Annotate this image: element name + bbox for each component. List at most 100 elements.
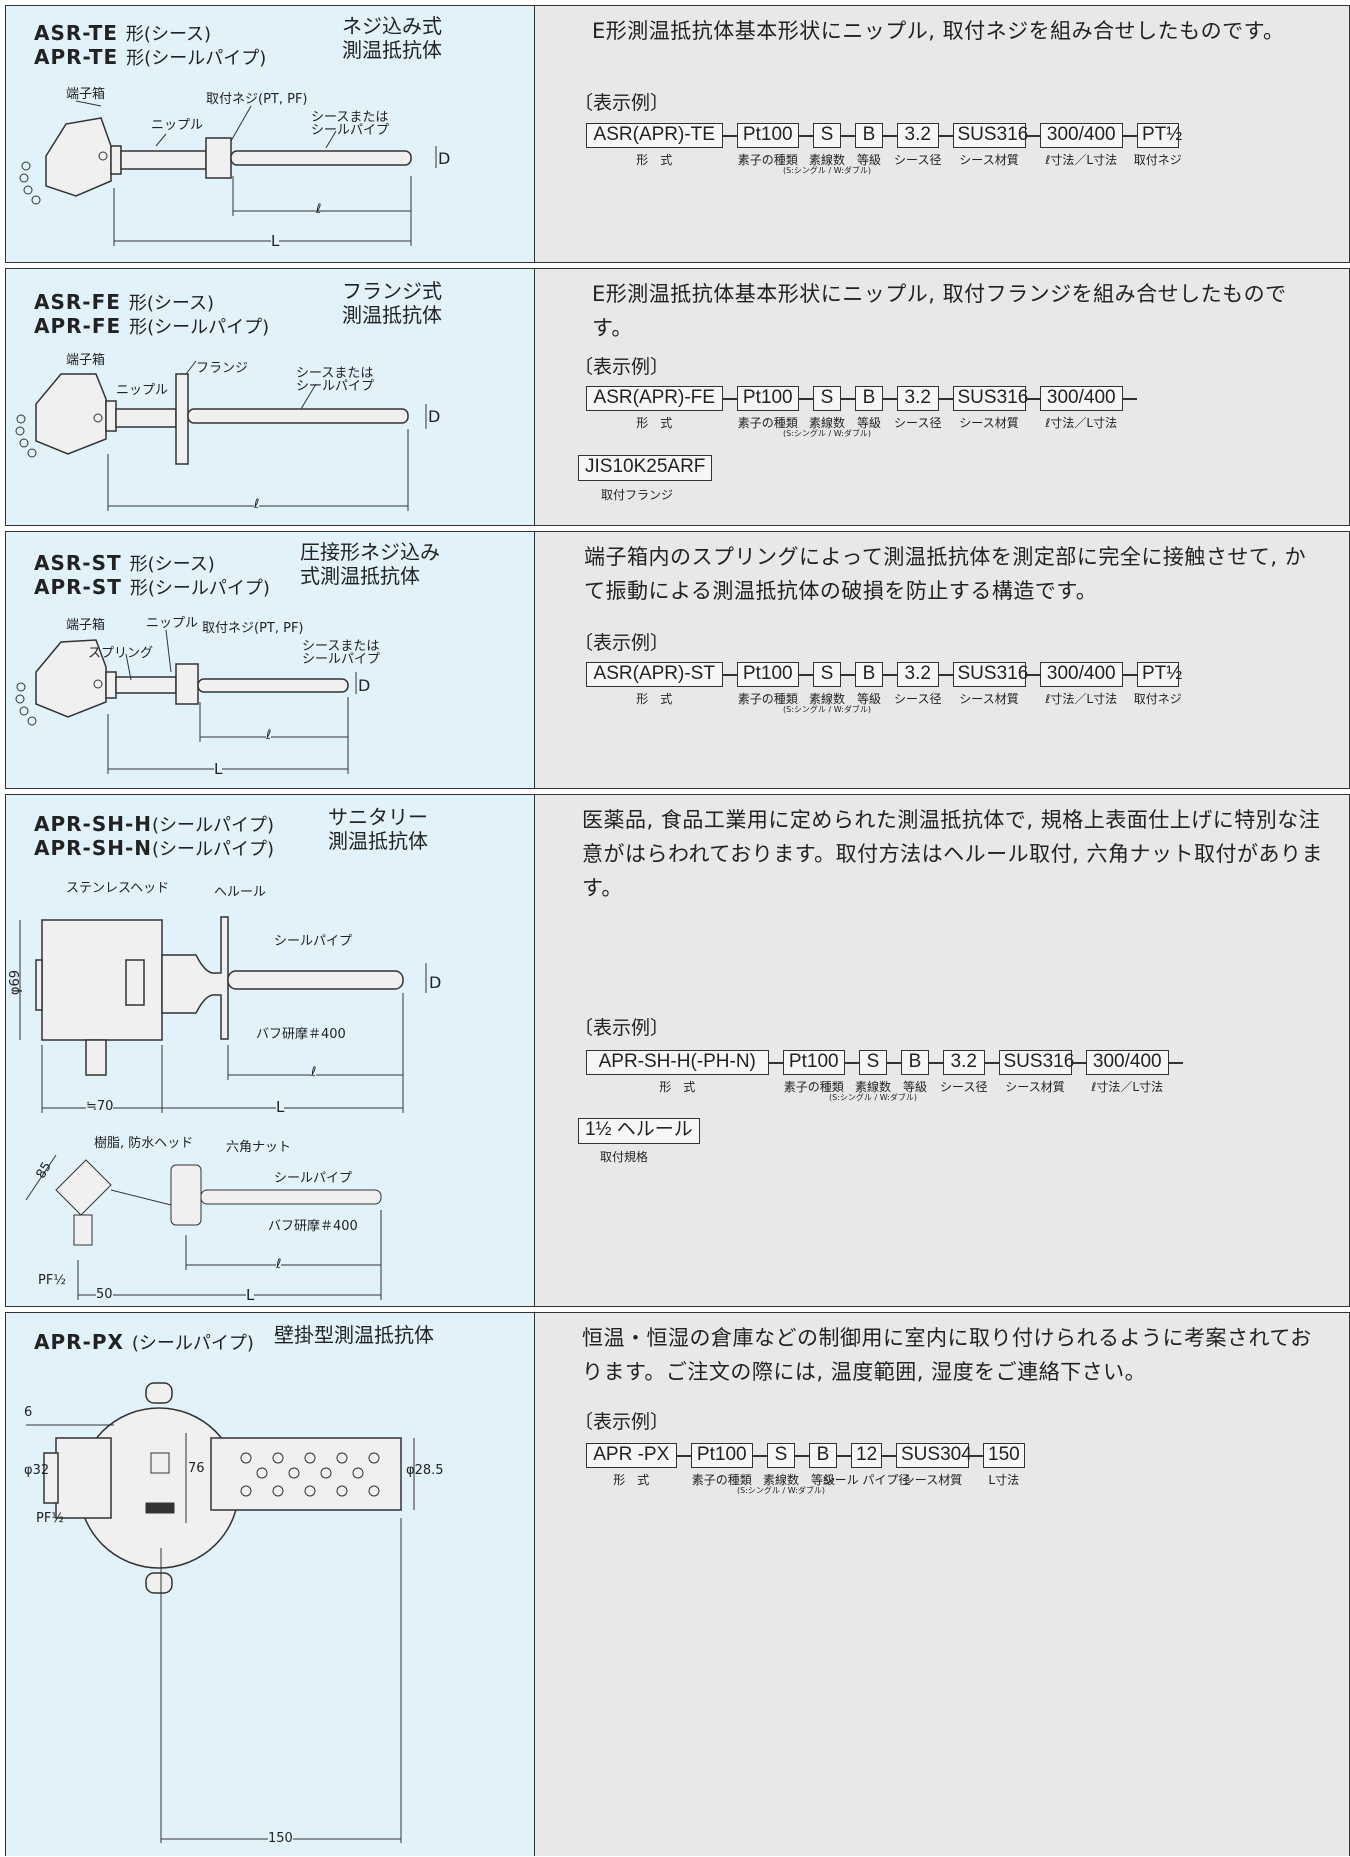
code-box: 300/400: [1039, 662, 1123, 687]
label-phi69: φ69: [8, 970, 23, 996]
code-label: 取付ネジ: [1133, 692, 1182, 706]
code-connector: [938, 135, 953, 137]
code-box: Pt100: [782, 1050, 845, 1075]
code-box: S: [813, 123, 841, 148]
description-panel: E形測温抵抗体基本形状にニップル, 取付ネジを組み合せしたものです。 〔表示例〕…: [536, 6, 1349, 262]
label-dim150: 150: [268, 1831, 293, 1846]
example-title: 〔表示例〕: [574, 632, 670, 654]
code-label: 素線数: [808, 416, 846, 430]
code-box: 300/400: [1085, 1050, 1169, 1075]
code-box: ASR(APR)-TE: [586, 123, 723, 148]
code-box: S: [859, 1050, 887, 1075]
code-connector: [799, 674, 813, 676]
code-label: 等級: [810, 1473, 836, 1487]
code-connector: [841, 398, 855, 400]
type-label: ネジ込み式測温抵抗体: [342, 14, 442, 62]
example-title: 〔表示例〕: [574, 92, 670, 114]
code-note: (S:シングル / W:ダブル): [829, 1093, 917, 1102]
label-l-big2: L: [246, 1286, 255, 1304]
code-connector: [882, 1455, 896, 1457]
code-label: シース径: [894, 692, 942, 706]
code-label: 素子の種類: [737, 692, 798, 706]
model-name: ASR-ST 形(シース) APR-ST 形(シールパイプ): [34, 551, 270, 599]
label-pf: PF½: [38, 1273, 66, 1288]
description: 医薬品, 食品工業用に定められた測温抵抗体で, 規格上表面仕上げに特別な注意がは…: [582, 808, 1323, 900]
code-connector: [1025, 398, 1040, 400]
label-dim6: 6: [24, 1405, 33, 1420]
label-approx70: ≒70: [86, 1099, 114, 1114]
label-l-small: ℓ: [266, 728, 272, 743]
type-label: サニタリー測温抵抗体: [328, 805, 428, 853]
code-box: Pt100: [690, 1443, 753, 1468]
code-box: ASR(APR)-FE: [586, 386, 723, 411]
ferrule-code-label: 取付規格: [600, 1150, 649, 1164]
diagram-te: [19, 100, 437, 246]
label-dim50: 50: [96, 1287, 113, 1302]
code-connector: [1123, 398, 1137, 400]
code-box: SUS316: [952, 662, 1028, 687]
code-label: 等級: [856, 692, 882, 706]
label-l-small: ℓ: [254, 497, 260, 512]
code-box: Pt100: [736, 123, 799, 148]
flange-code-label: 取付フランジ: [601, 488, 674, 502]
code-connector: [795, 1455, 809, 1457]
code-box: APR -PX: [586, 1443, 677, 1468]
label-l-small: ℓ: [311, 1065, 317, 1080]
code-label: シース材質: [959, 692, 1019, 706]
code-box: PT½: [1137, 662, 1182, 687]
code-connector: [929, 1062, 943, 1064]
code-connector: [969, 1455, 983, 1457]
code-label: シース径: [940, 1080, 988, 1094]
code-label: シース材質: [902, 1473, 963, 1487]
label-pipe2: シールパイプ: [274, 1171, 353, 1186]
code-label: シース材質: [959, 153, 1019, 167]
code-box: 3.2: [897, 386, 939, 411]
code-box: SUS304: [896, 1443, 972, 1468]
code-connector: [799, 398, 813, 400]
code-connector: [753, 1455, 767, 1457]
label-sheath: シースまたはシールパイプ: [311, 110, 390, 138]
code-label: L寸法: [988, 1473, 1020, 1487]
spec-panel: ASR-ST 形(シース) APR-ST 形(シールパイプ) 圧接形ネジ込み式測…: [6, 532, 535, 788]
code-label: 形 式: [636, 692, 673, 706]
code-note: (S:シングル / W:ダブル): [737, 1486, 825, 1495]
label-l-big: L: [276, 1098, 285, 1116]
example-title: 〔表示例〕: [574, 356, 670, 378]
code-box: B: [855, 386, 883, 411]
code-box: S: [813, 662, 841, 687]
code-label: 取付ネジ: [1133, 153, 1182, 167]
spec-panel: APR-PX (シールパイプ) 壁掛型測温抵抗体: [6, 1313, 535, 1856]
code-label: 素子の種類: [691, 1473, 752, 1487]
code-box: SUS316: [998, 1050, 1074, 1075]
description: 端子箱内のスプリングによって測温抵抗体を測定部に完全に接触させて, かて振動によ…: [584, 545, 1307, 603]
diagram-px: [26, 1382, 415, 1843]
description-panel: 端子箱内のスプリングによって測温抵抗体を測定部に完全に接触させて, かて振動によ…: [536, 532, 1349, 788]
label-terminal-box: 端子箱: [66, 87, 106, 102]
code-connector: [1123, 674, 1137, 676]
code-connector: [841, 135, 855, 137]
code-box: 3.2: [897, 662, 939, 687]
code-connector: [837, 1455, 851, 1457]
description-panel: E形測温抵抗体基本形状にニップル, 取付フランジを組み合せしたものです。 〔表示…: [536, 269, 1349, 525]
code-connector: [768, 1062, 783, 1064]
label-nipple: ニップル: [116, 383, 169, 398]
label-buff: バフ研摩＃400: [256, 1027, 346, 1042]
label-terminal-box: 端子箱: [66, 353, 106, 368]
code-label: シース材質: [959, 416, 1019, 430]
label-thread: 取付ネジ(PT, PF): [206, 92, 308, 107]
code-label: ℓ寸法／L寸法: [1045, 153, 1118, 167]
label-resin-head: 樹脂, 防水ヘッド: [94, 1136, 194, 1151]
code-box: 150: [983, 1443, 1025, 1468]
label-spring: スプリング: [88, 646, 154, 661]
code-box: B: [809, 1443, 837, 1468]
description: 恒温・恒湿の倉庫などの制御用に室内に取り付けられるように考案されております。ご注…: [582, 1326, 1312, 1384]
code-connector: [1169, 1062, 1183, 1064]
diagram-sh: [19, 916, 427, 1300]
label-flange: フランジ: [196, 361, 249, 376]
code-connector: [1123, 135, 1137, 137]
section-apr-px: APR-PX (シールパイプ) 壁掛型測温抵抗体: [5, 1312, 1350, 1856]
code-box: SUS316: [952, 386, 1028, 411]
code-connector: [984, 1062, 999, 1064]
code-label: 等級: [902, 1080, 928, 1094]
